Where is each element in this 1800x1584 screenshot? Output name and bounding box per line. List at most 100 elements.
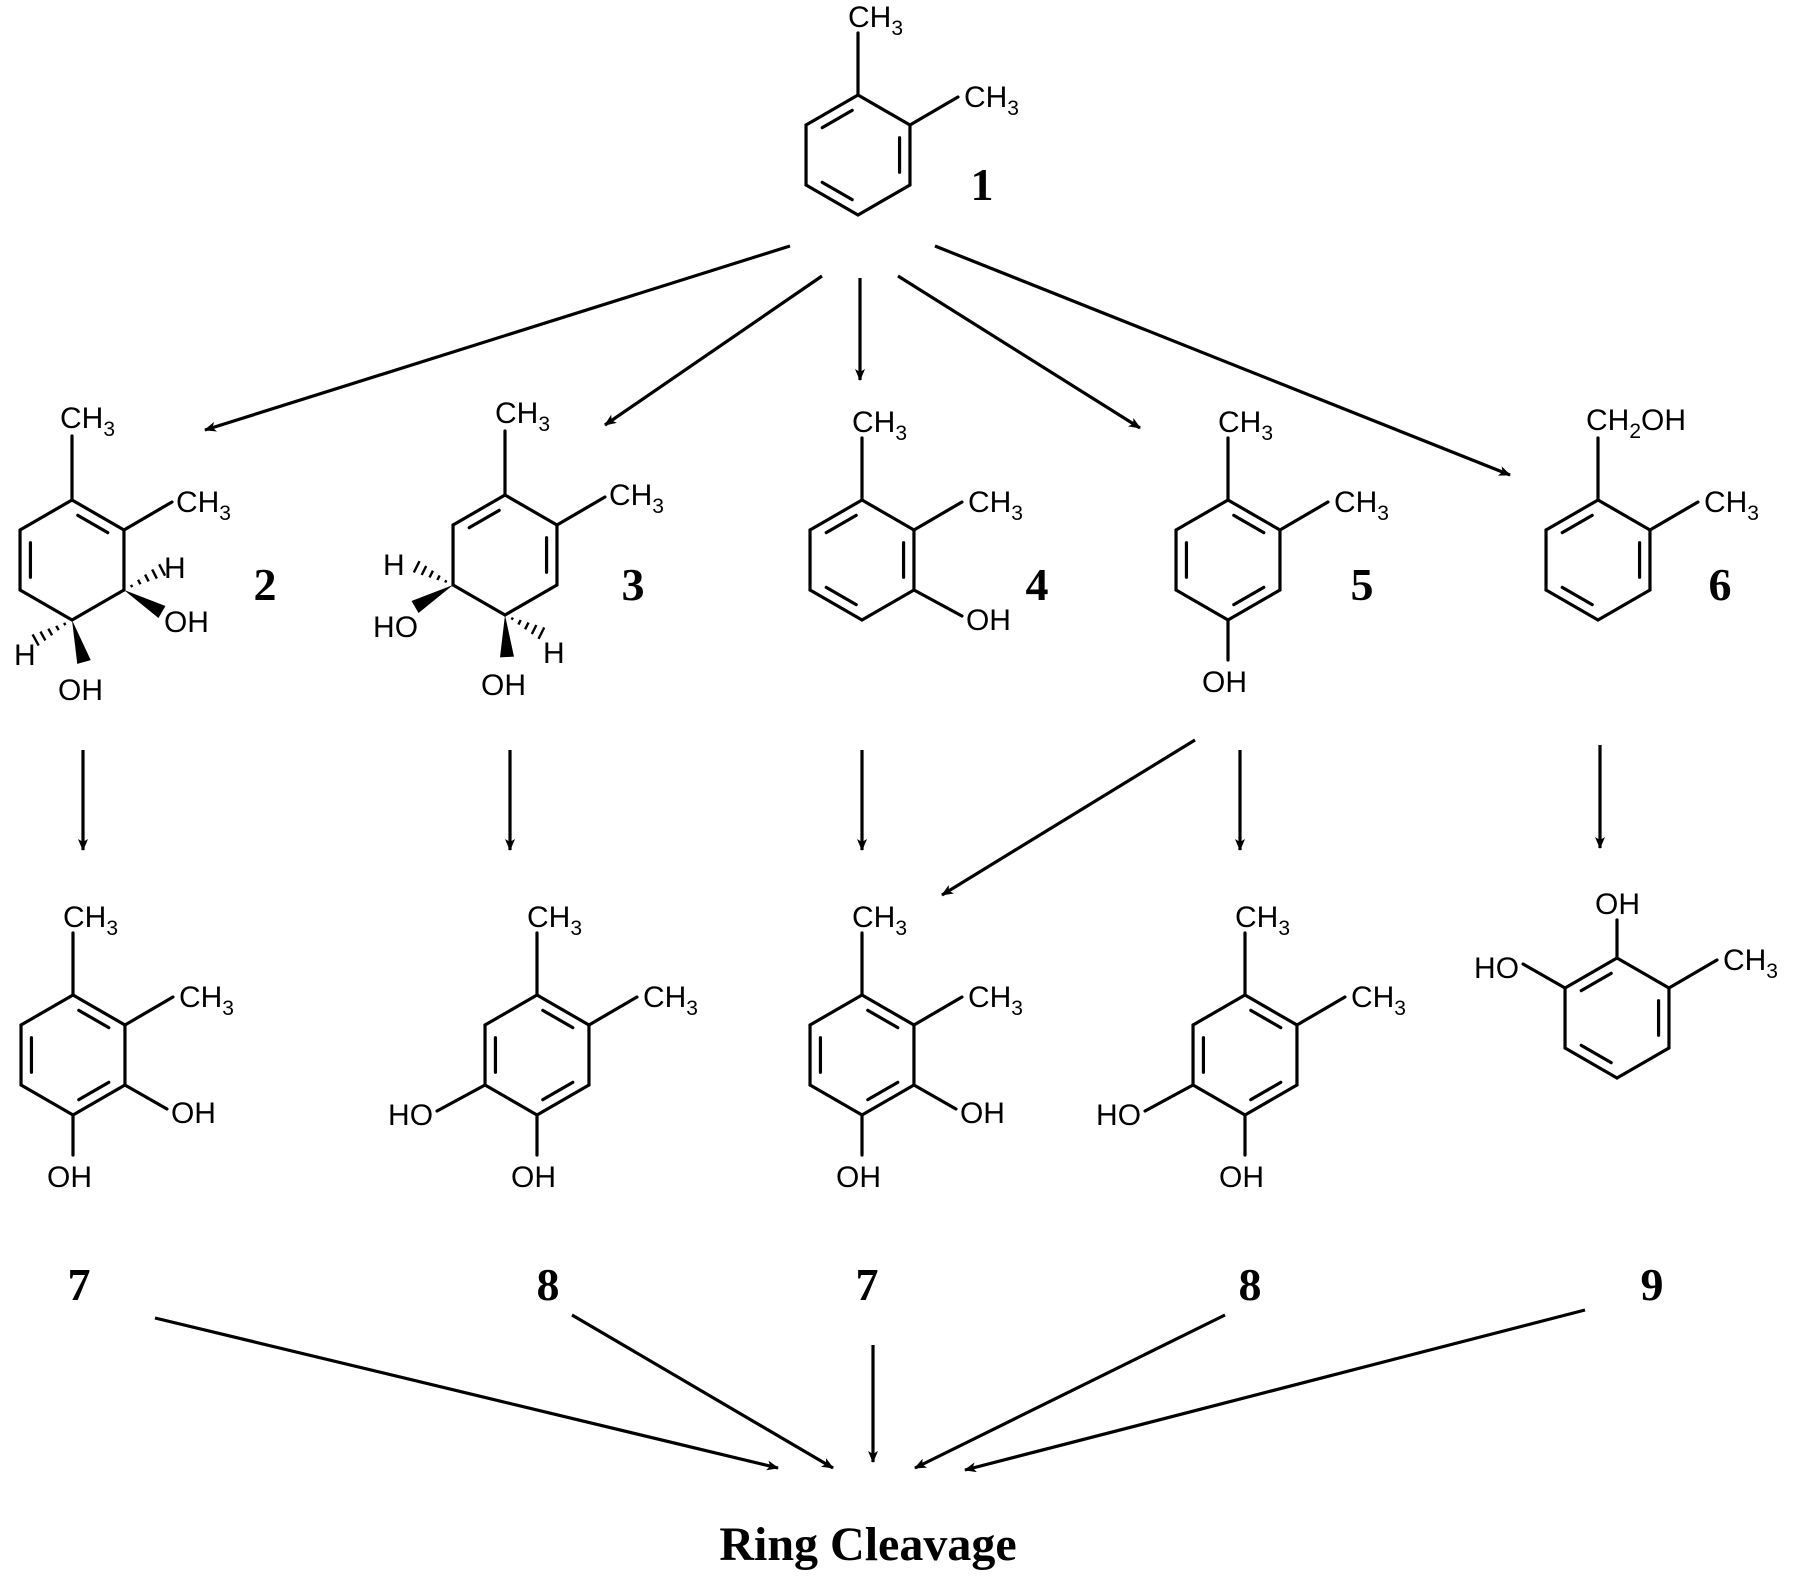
bond-line — [1648, 500, 1700, 532]
molecule-bonds — [18, 31, 1719, 1157]
ring-bond — [860, 588, 916, 622]
bond-line — [123, 1083, 169, 1111]
atom-label: CH3​ — [968, 981, 1023, 1020]
reaction-arrow — [604, 274, 823, 427]
atom-label: CH3​ — [179, 981, 234, 1020]
bond-line — [587, 995, 639, 1027]
atom-label: HO — [1096, 1099, 1141, 1132]
atom-label: CH3​ — [1704, 486, 1759, 525]
atom-label: CH3​ — [852, 901, 907, 940]
hash-bond — [55, 625, 60, 631]
atom-label: CH3​ — [176, 486, 231, 525]
ring-cleavage-label: Ring Cleavage — [719, 1518, 1016, 1571]
hash-bond — [524, 621, 530, 630]
hash-bond — [63, 622, 67, 626]
atom-label: CH2​OH — [1586, 404, 1686, 443]
atom-label: CH3​ — [527, 901, 582, 940]
bond-line — [1278, 500, 1330, 532]
reaction-arrows — [78, 244, 1605, 1473]
wedge-bond — [123, 590, 166, 619]
atom-label: CH3​ — [852, 406, 907, 445]
compound-8-number: 8 — [537, 1259, 560, 1310]
compound-7-number: 7 — [856, 1259, 879, 1310]
ring-bond — [1596, 588, 1652, 622]
ring-bond — [19, 1083, 75, 1117]
double-bond-line — [77, 1080, 111, 1102]
hash-bond — [39, 630, 47, 642]
atom-label: OH — [481, 669, 526, 702]
hash-bond — [517, 619, 522, 626]
ring-bond — [808, 498, 864, 532]
hash-bond — [158, 563, 167, 577]
atom-label: OH — [47, 1161, 92, 1194]
double-bond-line — [824, 585, 858, 607]
atom-label: H — [383, 549, 405, 582]
double-bond-line — [76, 513, 110, 535]
ring-bond — [856, 93, 912, 127]
atom-label: H — [543, 637, 565, 670]
ring-bond — [1615, 1046, 1671, 1080]
compound-1-number: 1 — [971, 159, 994, 210]
wedge-bond — [411, 585, 454, 614]
atom-label: HO — [373, 611, 418, 644]
double-bond-line — [1560, 585, 1594, 607]
hash-bond — [537, 626, 546, 640]
ring-bond — [1243, 1083, 1299, 1117]
atom-label: OH — [966, 604, 1011, 637]
bond-line — [70, 588, 126, 622]
ring-bond — [1191, 993, 1247, 1027]
atom-label: CH3​ — [60, 402, 115, 441]
atom-label: OH — [1219, 1161, 1264, 1194]
ring-bond — [1191, 1083, 1247, 1117]
atom-label: HO — [1474, 952, 1519, 985]
ring-bond — [535, 1083, 591, 1117]
reaction-arrow — [964, 1308, 1586, 1473]
compound-7-number: 7 — [68, 1259, 91, 1310]
atom-label: OH — [58, 674, 103, 707]
bond-line — [503, 493, 559, 527]
bond-line — [912, 500, 964, 532]
atom-label: OH — [164, 606, 209, 639]
bond-line — [1143, 1083, 1195, 1113]
bond-line — [912, 1083, 958, 1111]
atom-label: CH3​ — [848, 1, 903, 40]
bond-line — [435, 1083, 487, 1113]
hash-bond — [31, 633, 40, 647]
ring-bond — [808, 993, 864, 1027]
compound-6-number: 6 — [1709, 559, 1732, 610]
reaction-arrow — [204, 244, 791, 432]
reaction-arrow — [941, 738, 1196, 897]
atom-label: CH3​ — [964, 81, 1019, 120]
reaction-arrow — [934, 244, 1511, 477]
ring-bond — [808, 588, 864, 622]
atom-label: H — [164, 552, 186, 585]
compound-5-number: 5 — [1351, 559, 1374, 610]
hash-bond — [428, 570, 435, 579]
double-bond-line — [1579, 971, 1613, 993]
atom-label: CH3​ — [1723, 944, 1778, 983]
hash-bond — [444, 579, 448, 584]
atom-label: CH3​ — [643, 981, 698, 1020]
hash-bond — [47, 628, 54, 636]
bond-line — [18, 498, 74, 532]
bond-line — [451, 493, 507, 527]
ring-bond — [856, 183, 912, 217]
bond-line — [1667, 958, 1719, 990]
ring-bond — [1226, 498, 1282, 532]
double-bond-line — [1249, 1080, 1283, 1102]
ring-bond — [860, 498, 916, 532]
atom-label: OH — [511, 1161, 556, 1194]
hash-bond — [420, 565, 428, 576]
atom-label: CH3​ — [1218, 406, 1273, 445]
bond-line — [451, 583, 507, 617]
hash-bond — [136, 579, 142, 585]
bond-line — [555, 495, 607, 527]
double-bond-line — [541, 1008, 575, 1030]
hash-bond — [129, 584, 134, 588]
bond-line — [912, 995, 964, 1027]
atom-label: CH3​ — [495, 397, 550, 436]
ring-bond — [1174, 498, 1230, 532]
double-bond-line — [541, 1080, 575, 1102]
